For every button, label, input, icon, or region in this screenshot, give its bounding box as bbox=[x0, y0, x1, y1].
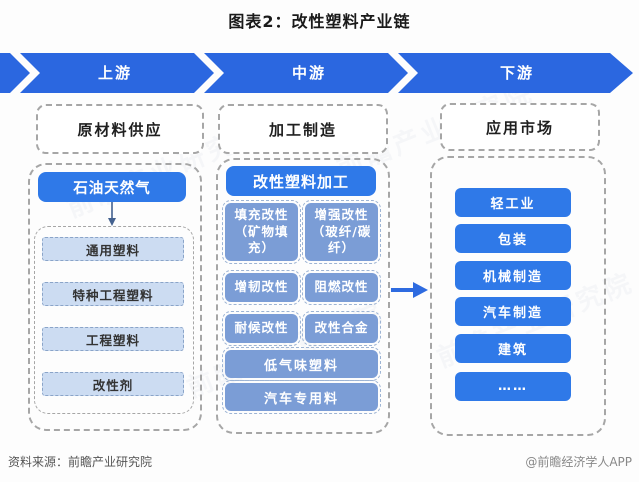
market-box: 建筑 bbox=[455, 334, 571, 363]
source-note: 资料来源：前瞻产业研究院 bbox=[8, 455, 153, 469]
oil-gas-box: 石油天然气 bbox=[38, 172, 186, 202]
material-box: 改性剂 bbox=[42, 372, 184, 396]
market-box: …… bbox=[455, 372, 571, 401]
downstream-container bbox=[430, 156, 606, 436]
downstream-header: 应用市场 bbox=[440, 103, 600, 151]
modification-box: 耐候改性 bbox=[222, 311, 301, 346]
stage-chevron-band bbox=[0, 53, 633, 93]
material-box: 工程塑料 bbox=[42, 327, 184, 351]
stage-upstream-label: 上游 bbox=[97, 64, 132, 82]
credit-note: @前瞻经济学人APP bbox=[525, 455, 632, 469]
market-box: 汽车制造 bbox=[455, 297, 571, 326]
modification-box: 增强改性（玻纤/碳纤） bbox=[302, 200, 381, 264]
modification-box: 填充改性（矿物填充） bbox=[222, 200, 301, 264]
midstream-container bbox=[216, 158, 390, 434]
modification-box: 阻燃改性 bbox=[302, 270, 381, 305]
upstream-header: 原材料供应 bbox=[36, 104, 204, 154]
modification-grid: 填充改性（矿物填充）增强改性（玻纤/碳纤）增韧改性阻燃改性耐候改性改性合金 bbox=[222, 200, 381, 346]
market-box: 轻工业 bbox=[455, 188, 571, 217]
flow-arrow-icon bbox=[391, 282, 428, 298]
page-title: 图表2：改性塑料产业链 bbox=[228, 12, 411, 31]
modification-box: 增韧改性 bbox=[222, 270, 301, 305]
stage-midstream-label: 中游 bbox=[291, 64, 326, 82]
market-box: 包装 bbox=[455, 224, 571, 253]
material-box: 通用塑料 bbox=[42, 237, 184, 261]
upstream-materials-container bbox=[34, 226, 194, 414]
midstream-header: 加工制造 bbox=[218, 104, 388, 154]
auto-material-box: 汽车专用料 bbox=[222, 380, 381, 414]
upstream-container bbox=[28, 163, 202, 431]
processing-box: 改性塑料加工 bbox=[226, 166, 376, 196]
market-box: 机械制造 bbox=[455, 261, 571, 290]
modification-box: 改性合金 bbox=[302, 311, 381, 346]
low-odor-box: 低气味塑料 bbox=[222, 347, 381, 381]
stage-downstream-label: 下游 bbox=[499, 64, 534, 82]
down-arrow-icon bbox=[108, 202, 116, 226]
material-box: 特种工程塑料 bbox=[42, 282, 184, 306]
